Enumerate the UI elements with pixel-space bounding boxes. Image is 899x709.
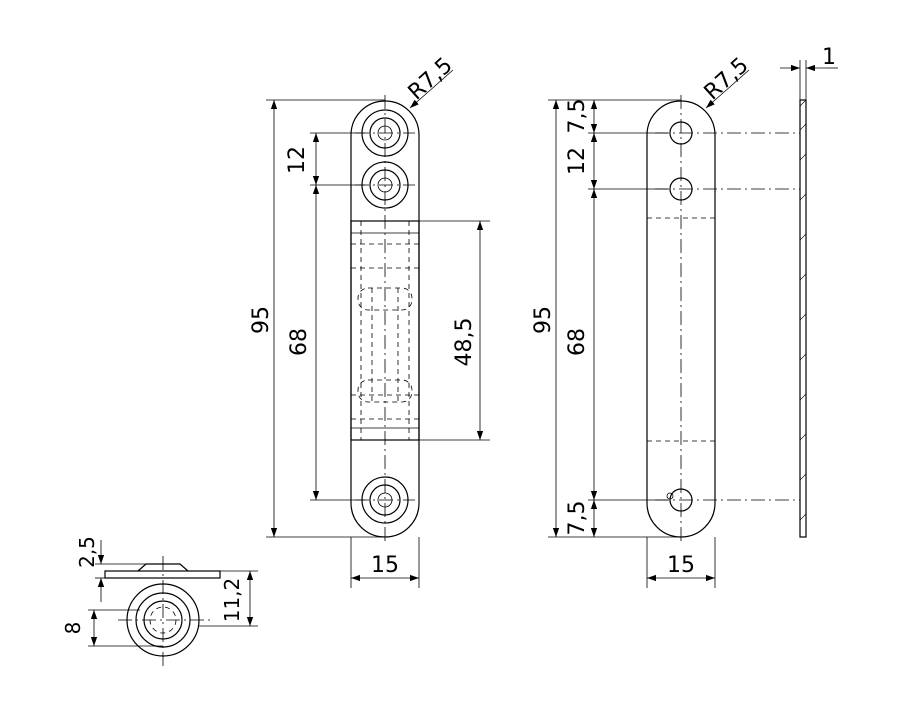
side-plate-hatching <box>799 99 807 521</box>
left-dim-width: 15 <box>371 553 399 578</box>
end-inner-circle <box>143 600 183 640</box>
end-dim-overall-height: 11,2 <box>220 578 244 623</box>
right-dim-edge-top: 7,5 <box>565 99 590 134</box>
end-dim-top-height: 2,5 <box>75 536 99 568</box>
right-plate-outline <box>646 100 716 538</box>
side-dim-thickness: 1 <box>822 45 836 70</box>
end-base-plate <box>104 570 221 579</box>
side-plate-profile <box>799 99 807 538</box>
left-dim-hole-distance: 68 <box>287 328 312 356</box>
right-dim-radius: R7,5 <box>700 53 754 105</box>
end-view: 2,5 8 11,2 <box>61 536 258 668</box>
right-dim-spacing: 12 <box>565 147 590 175</box>
left-dim-total: 95 <box>249 306 274 334</box>
end-mid-circle <box>135 592 191 648</box>
left-dim-radius: R7,5 <box>404 53 458 105</box>
side-view: 1 <box>780 45 838 538</box>
right-dim-total: 95 <box>531 306 556 334</box>
right-dim-width: 15 <box>667 553 695 578</box>
left-view: 95 12 68 48,5 15 R7,5 <box>249 53 490 588</box>
left-dim-body: 48,5 <box>452 318 477 367</box>
right-dim-edge-bottom: 7,5 <box>565 501 590 536</box>
right-view: 95 7,5 12 68 7,5 15 R7,5 <box>531 53 800 588</box>
left-dim-spacing: 12 <box>285 146 310 174</box>
end-outer-circle <box>126 583 200 657</box>
right-dim-hole-distance: 68 <box>565 328 590 356</box>
left-plate-outline <box>350 100 420 538</box>
end-dim-base-height: 8 <box>61 622 85 635</box>
